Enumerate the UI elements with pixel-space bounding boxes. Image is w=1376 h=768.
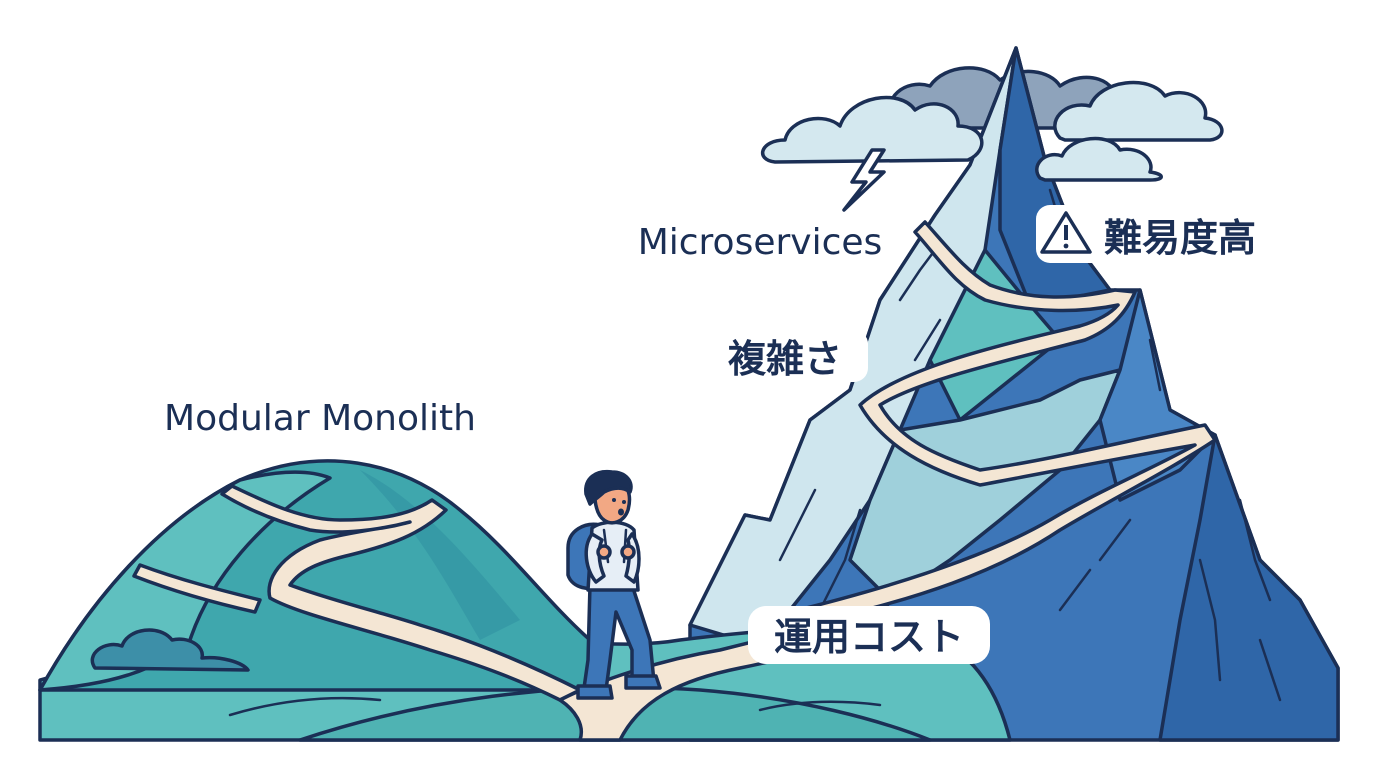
difficulty-badge: 難易度高 — [1036, 205, 1256, 263]
operational-cost-badge: 運用コスト — [748, 606, 990, 664]
label-operational-cost: 運用コスト — [774, 615, 964, 659]
monolith-hill — [38, 459, 592, 702]
label-modular-monolith: Modular Monolith — [164, 398, 476, 439]
hiker-figure — [566, 469, 662, 700]
microservices-mountain — [688, 46, 1340, 742]
lightning-icon — [842, 148, 886, 212]
complexity-label-group: 複雑さ — [722, 330, 868, 382]
label-difficulty: 難易度高 — [1104, 216, 1256, 260]
label-microservices: Microservices — [638, 222, 883, 263]
label-complexity: 複雑さ — [728, 337, 842, 381]
storm-clouds — [760, 80, 1224, 182]
bush — [90, 628, 250, 672]
warning-icon — [1040, 211, 1092, 254]
